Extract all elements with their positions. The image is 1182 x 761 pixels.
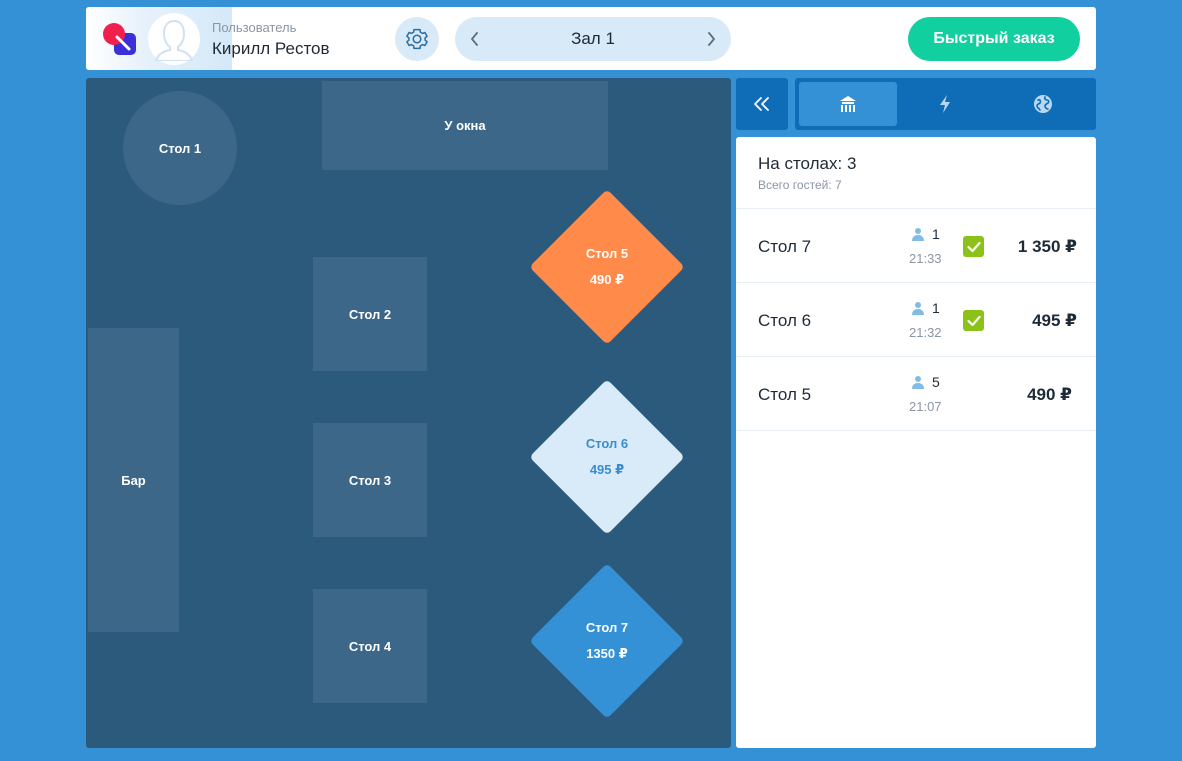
- guest-count: 1: [932, 300, 940, 316]
- table-7[interactable]: [529, 563, 685, 719]
- order-time: 21:07: [909, 399, 942, 414]
- tables-occupied-count: На столах: 3: [758, 154, 857, 173]
- collapse-panel-button[interactable]: [736, 78, 788, 130]
- person-icon: [912, 302, 924, 315]
- order-row[interactable]: Стол 7 1 21:33 1 350 ₽: [736, 209, 1096, 283]
- user-avatar-icon[interactable]: [148, 13, 200, 65]
- table-3[interactable]: Стол 3: [313, 423, 427, 537]
- table-5[interactable]: [529, 189, 685, 345]
- order-table-name: Стол 6: [758, 311, 812, 330]
- bar-counter[interactable]: Бар: [88, 328, 179, 632]
- user-block: [86, 7, 232, 70]
- user-caption: Пользователь: [212, 20, 297, 35]
- table-2[interactable]: Стол 2: [313, 257, 427, 371]
- order-sum: 1 350 ₽: [1017, 237, 1077, 256]
- check-icon: [966, 241, 981, 252]
- next-hall-button[interactable]: [691, 17, 731, 61]
- order-sum: 495 ₽: [1032, 311, 1077, 330]
- gear-icon: [406, 28, 428, 50]
- table-6[interactable]: [529, 379, 685, 535]
- table-label: Бар: [121, 472, 146, 488]
- double-chevron-left-icon: [754, 97, 769, 111]
- tab-online[interactable]: [994, 82, 1092, 126]
- guest-count: 1: [932, 226, 940, 242]
- person-icon: [912, 228, 924, 241]
- check-icon: [966, 315, 981, 326]
- guests-total: Всего гостей: 7: [758, 178, 842, 192]
- chevron-left-icon: [471, 32, 478, 46]
- checkbox-checked[interactable]: [963, 310, 984, 331]
- globe-icon: [1034, 95, 1052, 113]
- user-name: Кирилл Рестов: [212, 39, 330, 58]
- order-time: 21:33: [909, 251, 942, 266]
- tables-icon: [840, 96, 856, 112]
- hall-title: Зал 1: [571, 29, 615, 48]
- orders-panel: На столах: 3 Всего гостей: 7 Стол 7 1 21…: [736, 137, 1096, 748]
- order-table-name: Стол 5: [758, 385, 812, 404]
- order-row[interactable]: Стол 5 5 21:07 490 ₽: [736, 357, 1096, 431]
- prev-hall-button[interactable]: [455, 17, 495, 61]
- view-tabs: [795, 78, 1096, 130]
- tab-tables[interactable]: [799, 82, 897, 126]
- hall-switcher: Зал 1: [455, 17, 731, 61]
- settings-button[interactable]: [395, 17, 439, 61]
- table-label: Стол 4: [348, 638, 392, 654]
- table-label: Стол 2: [348, 306, 392, 322]
- order-sum: 490 ₽: [1027, 385, 1072, 404]
- table-label: Стол 3: [348, 472, 392, 488]
- person-icon: [912, 376, 924, 389]
- order-time: 21:32: [909, 325, 942, 340]
- table-window[interactable]: У окна: [322, 81, 608, 170]
- tab-quick[interactable]: [896, 82, 994, 126]
- guest-count: 5: [932, 374, 940, 390]
- checkbox-checked[interactable]: [963, 236, 984, 257]
- floor-plan: Стол 1 У окна Стол 2 Стол 3 Стол 4 Бар С…: [86, 78, 731, 748]
- table-1[interactable]: Стол 1: [123, 91, 237, 205]
- chevron-right-icon: [708, 32, 715, 46]
- table-label: Стол 1: [158, 140, 202, 156]
- table-4[interactable]: Стол 4: [313, 589, 427, 703]
- order-table-name: Стол 7: [758, 237, 812, 256]
- quick-order-button[interactable]: Быстрый заказ: [908, 17, 1080, 61]
- app-logo: [103, 23, 136, 55]
- table-label: У окна: [444, 118, 486, 133]
- lightning-icon: [940, 95, 950, 113]
- orders-summary: На столах: 3 Всего гостей: 7: [736, 137, 1096, 209]
- top-bar: Пользователь Кирилл Рестов Зал 1 Быстрый…: [86, 7, 1096, 70]
- order-row[interactable]: Стол 6 1 21:32 495 ₽: [736, 283, 1096, 357]
